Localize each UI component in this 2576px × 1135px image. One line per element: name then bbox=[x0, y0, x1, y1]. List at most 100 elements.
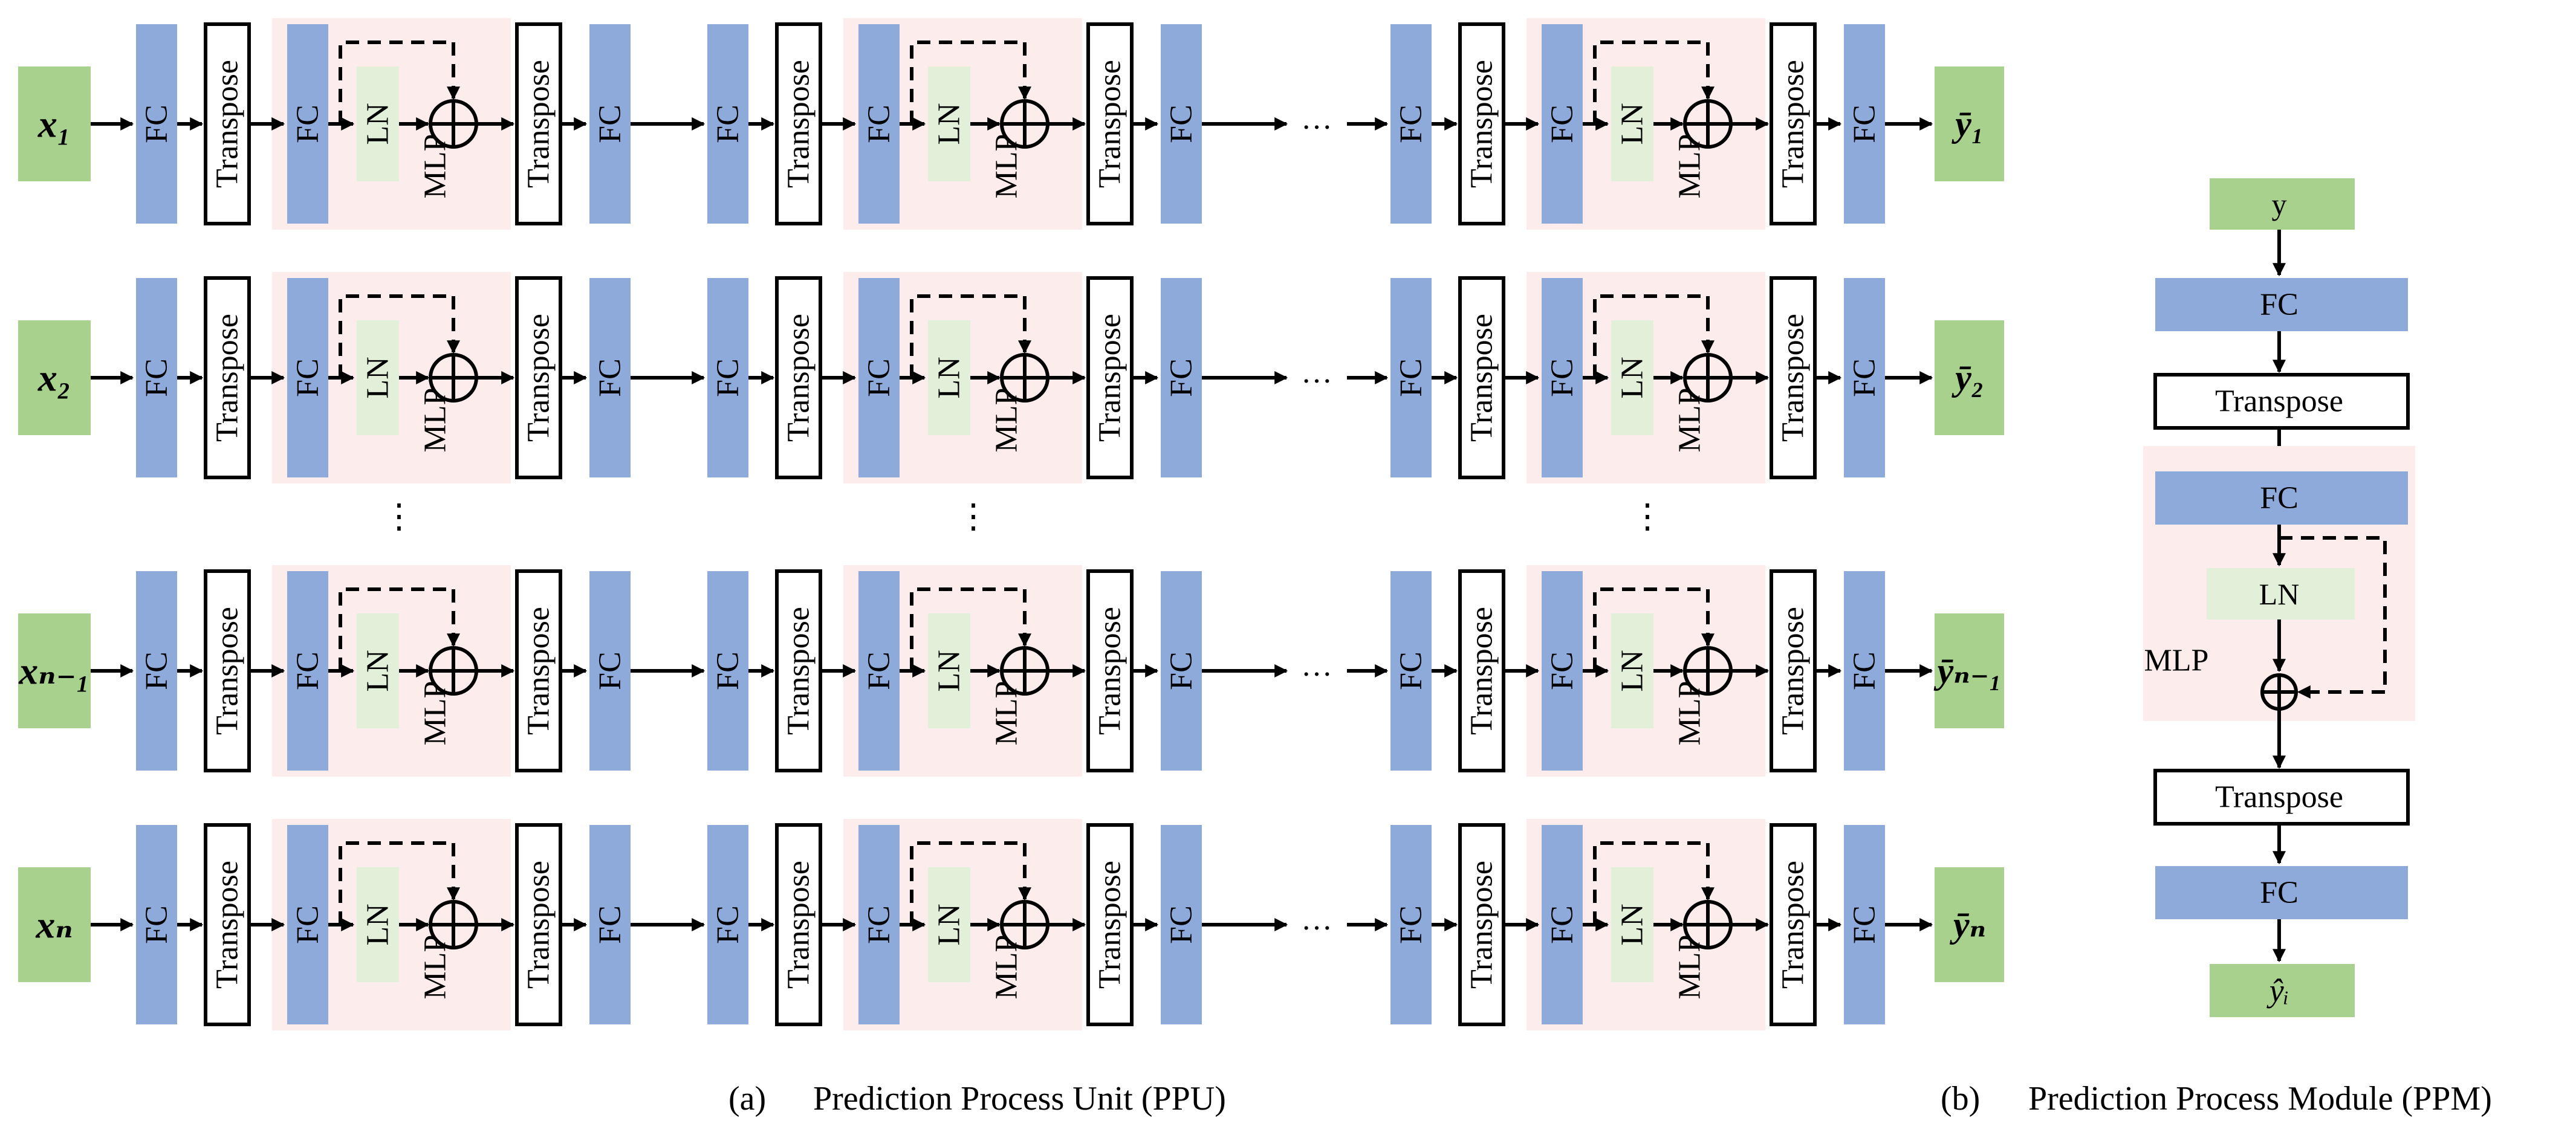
fc-label: FC bbox=[593, 652, 628, 690]
transpose-label: Transpose bbox=[1465, 607, 1499, 735]
fc-label: FC bbox=[1394, 905, 1429, 944]
ln-label: LN bbox=[932, 904, 967, 945]
ellipsis-vertical: ⋮ bbox=[382, 498, 416, 535]
fc-block bbox=[1542, 571, 1583, 771]
fc-block bbox=[1844, 278, 1885, 477]
transpose-label: Transpose bbox=[1465, 861, 1499, 989]
ppm-output-box bbox=[2210, 964, 2355, 1017]
fc-block bbox=[287, 24, 328, 224]
skip-connection bbox=[1593, 40, 1708, 124]
skip-connection bbox=[1593, 841, 1708, 925]
fc-label: FC bbox=[291, 905, 325, 944]
fc-block bbox=[858, 825, 900, 1024]
ppm-mlp-label: MLP bbox=[2144, 644, 2209, 678]
fc-block bbox=[287, 278, 328, 477]
fc-label: FC bbox=[1164, 905, 1199, 944]
ppm-transpose-top-label: Transpose bbox=[2215, 384, 2343, 419]
fc-label: FC bbox=[1394, 358, 1429, 397]
fc-label: FC bbox=[1164, 652, 1199, 690]
fc-label: FC bbox=[862, 358, 897, 397]
ppm-transpose-bottom-label: Transpose bbox=[2215, 780, 2343, 815]
fc-label: FC bbox=[711, 652, 745, 690]
fc-block bbox=[707, 24, 748, 224]
fc-label: FC bbox=[291, 105, 325, 143]
mlp-label: MLP bbox=[418, 134, 453, 199]
ppm-fc-bottom bbox=[2155, 866, 2408, 919]
transpose-label: Transpose bbox=[782, 861, 816, 989]
skip-connection bbox=[910, 587, 1025, 671]
ppm-output-label: ŷᵢ bbox=[2266, 972, 2289, 1009]
fc-block bbox=[1161, 24, 1202, 224]
output-label: ȳₙ bbox=[1950, 905, 1986, 945]
fc-block bbox=[287, 571, 328, 771]
fc-label: FC bbox=[140, 652, 174, 690]
ln-block bbox=[357, 613, 399, 728]
ellipsis-vertical: ⋮ bbox=[956, 498, 990, 535]
transpose-label: Transpose bbox=[522, 861, 556, 989]
output-label: ȳ₂ bbox=[1951, 358, 1984, 398]
fc-block bbox=[1390, 571, 1432, 771]
ppm-fc-mid bbox=[2155, 471, 2408, 525]
skip-connection bbox=[339, 40, 453, 124]
fc-label: FC bbox=[1848, 105, 1882, 143]
fc-block bbox=[1542, 24, 1583, 224]
fc-label: FC bbox=[140, 905, 174, 944]
fc-block bbox=[1542, 278, 1583, 477]
fc-label: FC bbox=[711, 905, 745, 944]
fc-label: FC bbox=[1545, 358, 1580, 397]
caption-b-text: Prediction Process Module (PPM) bbox=[2028, 1080, 2492, 1117]
transpose-label: Transpose bbox=[1093, 60, 1127, 188]
ln-label: LN bbox=[932, 103, 967, 144]
ln-block bbox=[357, 867, 399, 982]
fc-label: FC bbox=[291, 652, 325, 690]
ln-label: LN bbox=[361, 357, 395, 398]
ln-block bbox=[1611, 867, 1653, 982]
ppm-fc-top bbox=[2155, 278, 2408, 331]
transpose-block bbox=[1770, 823, 1817, 1026]
skip-connection bbox=[1593, 587, 1708, 671]
output-box bbox=[1935, 66, 2004, 181]
input-box bbox=[18, 867, 91, 982]
ppm-transpose-bottom bbox=[2153, 769, 2410, 826]
skip-connection bbox=[910, 40, 1025, 124]
fc-block bbox=[287, 825, 328, 1024]
mlp-label: MLP bbox=[418, 681, 453, 746]
caption-b-label: (b) bbox=[1941, 1080, 1980, 1117]
fc-block bbox=[589, 571, 631, 771]
skip-connection bbox=[339, 294, 453, 378]
transpose-label: Transpose bbox=[210, 314, 245, 442]
caption-a-text: Prediction Process Unit (PPU) bbox=[813, 1080, 1226, 1117]
ln-label: LN bbox=[1615, 904, 1650, 945]
fc-label: FC bbox=[1848, 358, 1882, 397]
skip-connection bbox=[339, 587, 453, 671]
ln-block bbox=[1611, 66, 1653, 181]
ellipsis-vertical: ⋮ bbox=[1630, 498, 1664, 535]
ln-label: LN bbox=[932, 650, 967, 691]
transpose-label: Transpose bbox=[1093, 607, 1127, 735]
fc-label: FC bbox=[1848, 652, 1882, 690]
ellipsis-horizontal: ··· bbox=[1301, 911, 1332, 946]
fc-block bbox=[1844, 571, 1885, 771]
input-label: x₂ bbox=[37, 357, 71, 399]
fc-block bbox=[858, 24, 900, 224]
skip-connection bbox=[1593, 294, 1708, 378]
mlp-label: MLP bbox=[418, 388, 453, 453]
ln-block bbox=[928, 867, 970, 982]
fc-label: FC bbox=[1394, 652, 1429, 690]
fc-label: FC bbox=[1164, 105, 1199, 143]
fc-label: FC bbox=[1164, 358, 1199, 397]
ln-label: LN bbox=[361, 103, 395, 144]
fc-label: FC bbox=[1545, 905, 1580, 944]
ln-block bbox=[1611, 320, 1653, 435]
fc-block bbox=[1161, 571, 1202, 771]
fc-label: FC bbox=[1545, 652, 1580, 690]
fc-label: FC bbox=[862, 905, 897, 944]
output-box bbox=[1935, 867, 2004, 982]
ln-label: LN bbox=[361, 650, 395, 691]
ln-block bbox=[928, 613, 970, 728]
